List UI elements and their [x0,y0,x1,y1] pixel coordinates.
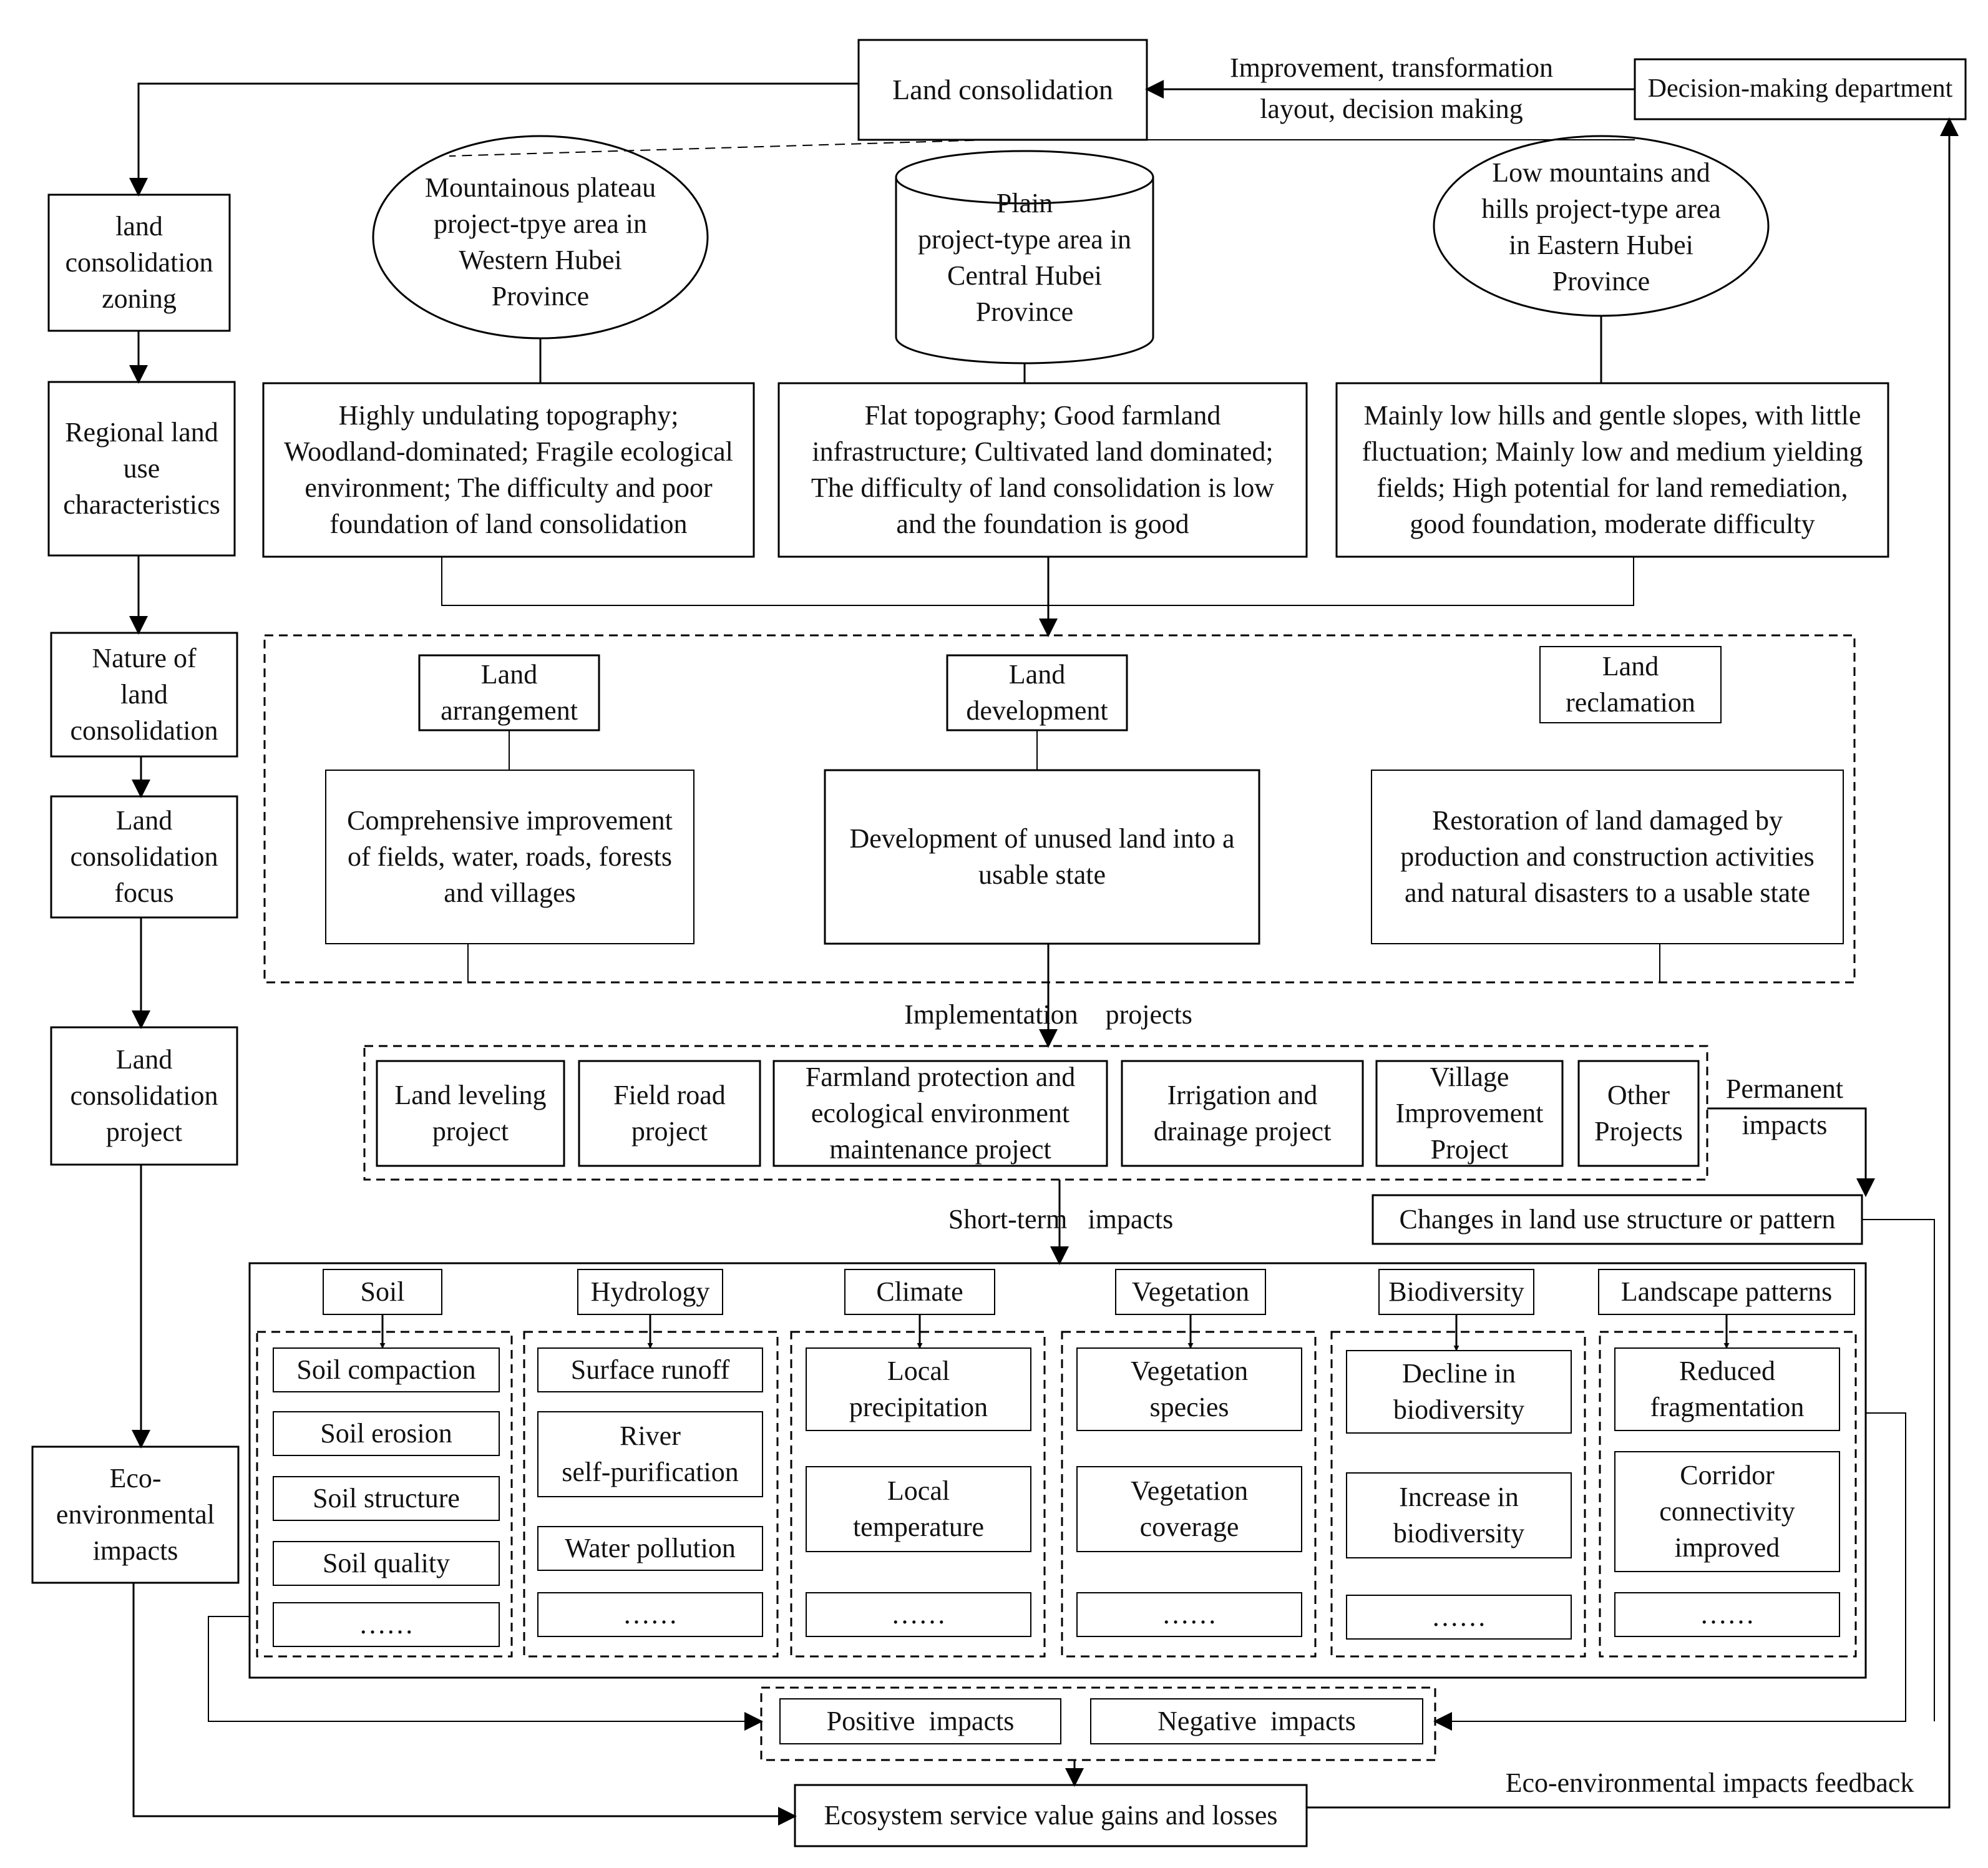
soil-item: Soil quality [322,1547,451,1578]
char-east-label: Mainly low hills and gentle slopes, with… [1362,399,1863,540]
west-area-label: Mountainous plateau project-tpye area in… [424,172,656,312]
connectors [129,80,1959,1826]
regional-label: Regional land use characteristics [63,416,220,521]
nature-label: Nature of land consolidation [70,642,218,746]
reclamation-box [1539,646,1722,723]
char-west-label: Highly undulating topography; Woodland-d… [284,399,733,540]
hydrology-item: River self-purification [562,1420,739,1487]
central-area-label: Plain project-type area in Central Hubei… [917,187,1132,328]
project-label: Land consolidation project [70,1044,218,1148]
climate-item: …… [891,1598,946,1630]
development-label: Land development [966,658,1108,726]
climate-item: Local temperature [852,1475,985,1542]
negative-impacts-label: Negative impacts [1157,1705,1356,1736]
biodiversity-item: Decline in biodiversity [1393,1357,1525,1425]
climate-item: Local precipitation [849,1355,988,1422]
char-central-label: Flat topography; Good farmland infrastru… [811,399,1275,540]
char-west-box [262,382,755,558]
permanent-impacts-label: Permanent impacts [1725,1073,1844,1140]
feedback-label: Eco-environmental impacts feedback [1505,1767,1914,1798]
improvement-label-line1: Improvement, transformation [1229,52,1554,83]
projects-dashed-group [363,1045,1708,1181]
eco-impacts-label: Eco- environmental impacts [56,1462,215,1567]
category-soil: Soil [360,1276,405,1307]
category-hydrology: Hydrology [590,1276,710,1307]
landscape-item: …… [1700,1598,1755,1630]
dashed-boxes [256,634,1857,1761]
reclamation-desc-label: Restoration of land damaged by productio… [1400,804,1815,909]
soil-item: Soil erosion [320,1417,452,1449]
decision-dept-label: Decision-making department [1647,74,1953,104]
biodiversity-item: Increase in biodiversity [1393,1481,1525,1548]
project-field-road: Field road project [613,1079,726,1147]
soil-item: Soil compaction [296,1354,476,1385]
project-village-improvement: Village Improvement Project [1395,1061,1544,1165]
land-consolidation-label: Land consolidation [892,73,1113,105]
light-boxes [273,646,1855,1744]
biodiversity-item: …… [1431,1601,1486,1632]
focus-label: Land consolidation focus [70,804,218,909]
ecosystem-label: Ecosystem service value gains and losses [824,1799,1278,1831]
east-area-label: Low mountains and hills project-type are… [1481,157,1721,297]
hydrology-item: …… [623,1598,678,1630]
positive-impacts-label: Positive impacts [826,1705,1015,1736]
reclamation-desc-box [1371,770,1844,944]
development-desc-label: Development of unused land into a usable… [849,823,1235,890]
soil-item: …… [359,1608,414,1640]
reclamation-label: Land reclamation [1566,650,1695,718]
category-biodiversity: Biodiversity [1388,1276,1524,1307]
arrangement-label: Land arrangement [441,658,578,726]
char-central-box [777,382,1308,558]
category-landscape-patterns: Landscape patterns [1620,1276,1833,1307]
land-use-change-label: Changes in land use structure or pattern [1399,1203,1836,1235]
short-term-impacts-label: Short-term impacts [948,1203,1174,1235]
project-farmland-protection: Farmland protection and ecological envir… [805,1061,1076,1165]
landscape-item: Corridor connectivity improved [1659,1459,1795,1563]
category-climate: Climate [876,1276,963,1307]
hydrology-item: Surface runoff [570,1354,730,1385]
implementation-label: Implementation projects [904,999,1192,1030]
vegetation-item: Vegetation species [1130,1355,1249,1422]
central-area-cylinder [895,177,1154,364]
vegetation-item: Vegetation coverage [1130,1475,1249,1542]
landscape-item: Reduced fragmentation [1650,1355,1805,1422]
zoning-label: land consolidation zoning [65,210,213,315]
development-desc-box [824,769,1260,945]
project-land-leveling: Land leveling project [394,1079,547,1147]
hydrology-item: Water pollution [565,1532,736,1563]
nature-dashed-group [263,634,1856,984]
arrangement-desc-label: Comprehensive improvement of fields, wat… [347,804,673,909]
char-east-box [1335,382,1889,558]
vegetation-item: …… [1162,1598,1217,1630]
project-other: Other Projects [1594,1079,1683,1147]
project-irrigation: Irrigation and drainage project [1153,1079,1332,1147]
category-vegetation: Vegetation [1131,1276,1250,1307]
improvement-label-line2: layout, decision making [1260,93,1523,124]
soil-item: Soil structure [313,1482,460,1513]
